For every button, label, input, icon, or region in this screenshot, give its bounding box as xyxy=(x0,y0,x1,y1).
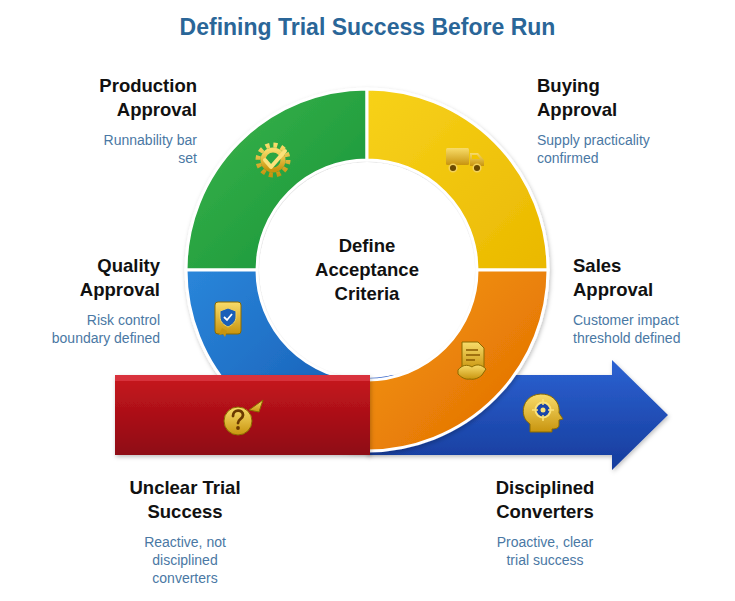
start-bar-body xyxy=(115,375,370,455)
agreement-icon-part xyxy=(466,350,480,360)
node-description: Customer impact threshold defined xyxy=(573,311,703,347)
question-icon xyxy=(224,400,263,435)
inner-circle xyxy=(259,162,475,378)
target-head-icon xyxy=(523,394,563,432)
node-heading: Unclear Trial Success xyxy=(105,476,265,524)
target-head-icon-part xyxy=(541,408,546,413)
gear-icon-part xyxy=(258,145,288,175)
target-head-icon-part xyxy=(532,399,554,421)
truck-icon-part xyxy=(449,164,457,172)
node-heading: Buying Approval xyxy=(537,74,677,122)
node-description: Risk control boundary defined xyxy=(45,311,160,347)
truck-icon-part xyxy=(473,164,481,172)
approval-label: Quality ApprovalRisk control boundary de… xyxy=(45,254,160,347)
node-description: Supply practicality confirmed xyxy=(537,131,677,167)
question-icon-part xyxy=(249,400,263,412)
agreement-icon-part xyxy=(458,365,486,379)
gear-icon xyxy=(258,145,288,175)
truck-icon xyxy=(446,148,484,172)
diagram-title: Defining Trial Success Before Run xyxy=(0,12,735,42)
badge-icon-part xyxy=(220,308,236,327)
node-heading: Quality Approval xyxy=(45,254,160,302)
start-bar xyxy=(115,375,370,455)
badge-icon xyxy=(215,302,241,337)
node-heading: Sales Approval xyxy=(573,254,703,302)
target-head-icon-part xyxy=(523,394,563,432)
approval-label: Sales ApprovalCustomer impact threshold … xyxy=(573,254,703,347)
badge-icon-part xyxy=(219,328,227,337)
badge-icon-part xyxy=(215,302,241,334)
question-icon-part xyxy=(233,411,243,423)
start-bar-bevel xyxy=(115,375,370,381)
truck-icon-part xyxy=(472,155,480,159)
question-icon-part xyxy=(224,407,252,435)
gear-icon-part xyxy=(265,151,285,167)
center-text: Define Acceptance Criteria xyxy=(305,234,430,306)
outcome-label: Unclear Trial SuccessReactive, not disci… xyxy=(105,476,265,587)
approval-label: Production ApprovalRunnability bar set xyxy=(92,74,197,167)
badge-icon-part xyxy=(224,314,232,320)
node-description: Reactive, not disciplined converters xyxy=(135,533,235,587)
question-icon-part xyxy=(236,426,240,430)
node-heading: Production Approval xyxy=(92,74,197,122)
node-description: Runnability bar set xyxy=(92,131,197,167)
truck-icon-part xyxy=(446,148,469,165)
center-circle: Define Acceptance Criteria xyxy=(257,160,477,380)
node-heading: Disciplined Converters xyxy=(465,476,625,524)
outcome-label: Disciplined ConvertersProactive, clear t… xyxy=(465,476,625,569)
node-description: Proactive, clear trial success xyxy=(490,533,600,569)
approval-label: Buying ApprovalSupply practicality confi… xyxy=(537,74,677,167)
agreement-icon xyxy=(458,342,486,379)
